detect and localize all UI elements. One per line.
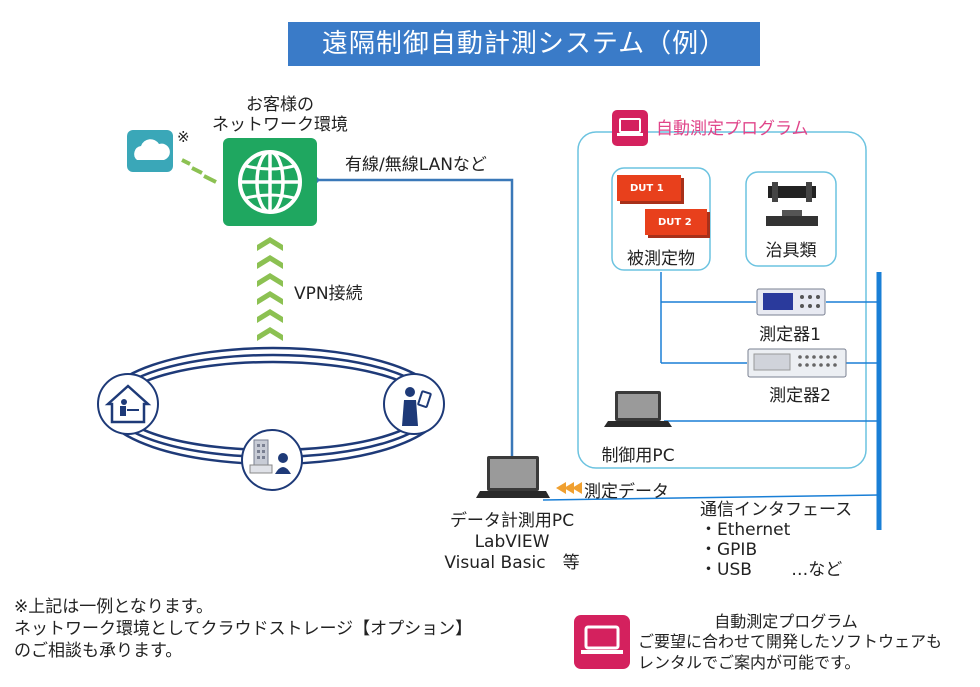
arrow-icon — [556, 482, 582, 494]
instrument-icon — [756, 288, 826, 316]
wireless-signal — [181, 158, 217, 184]
mobile-worker-icon — [383, 373, 445, 435]
laptop-icon — [604, 391, 672, 427]
legend-title: 自動測定プログラム — [714, 612, 858, 631]
legend-line2: レンタルでご案内が可能です。 — [638, 653, 861, 672]
footnote-line1: ※上記は一例となります。 — [14, 597, 214, 617]
legend-description: ご要望に合わせて開発したソフトウェアも レンタルでご案内が可能です。 — [638, 631, 942, 673]
laptop-icon — [476, 456, 550, 498]
program-box-label: 自動測定プログラム — [656, 119, 809, 139]
interface-item: ・Ethernet — [700, 520, 791, 540]
control-pc-label: 制御用PC — [601, 446, 675, 466]
lan-label: 有線/無線LANなど — [345, 155, 487, 175]
footnote-line3: のご相談も承ります。 — [14, 641, 183, 661]
measurement-pc-labels: データ計測用PC LabVIEW Visual Basic 等 — [412, 511, 612, 574]
measurement-pc-line3: Visual Basic 等 — [444, 553, 580, 573]
footnote: ※上記は一例となります。 ネットワーク環境としてクラウドストレージ【オプション】… — [14, 596, 472, 662]
office-building-icon — [241, 429, 303, 491]
interfaces-title: 通信インタフェース — [700, 500, 853, 520]
laptop-icon — [574, 615, 630, 669]
interfaces-block: 通信インタフェース ・Ethernet ・GPIB ・USB …など — [700, 500, 852, 580]
lan-line — [318, 178, 514, 456]
cloud-icon — [127, 130, 173, 172]
vpn-label: VPN接続 — [294, 284, 363, 304]
cloud-note-mark: ※ — [177, 128, 190, 146]
globe-icon — [223, 138, 317, 226]
data-label: 測定データ — [584, 482, 669, 502]
page-title: 遠隔制御自動計測システム（例） — [288, 22, 760, 66]
legend-line1: ご要望に合わせて開発したソフトウェアも — [638, 632, 943, 651]
instrument-1-label: 測定器1 — [759, 325, 821, 345]
vpn-chevrons — [257, 237, 283, 341]
interface-item: ・GPIB — [700, 540, 758, 560]
customer-network-line2: ネットワーク環境 — [212, 115, 348, 135]
instrument-2-label: 測定器2 — [769, 386, 831, 406]
interface-item: ・USB …など — [700, 560, 843, 580]
fixture-label: 治具類 — [765, 241, 817, 261]
dut-chip-2-label: DUT 2 — [658, 217, 692, 228]
footnote-line2: ネットワーク環境としてクラウドストレージ【オプション】 — [14, 619, 473, 639]
laptop-icon — [612, 110, 648, 146]
fixture-icon — [766, 182, 818, 226]
customer-network-line1: お客様の — [246, 95, 314, 115]
program-box-outline — [577, 131, 867, 469]
dut-label: 被測定物 — [627, 249, 695, 269]
instrument-icon — [747, 348, 847, 378]
fixture-box — [745, 171, 837, 267]
connection-lines — [542, 272, 880, 501]
dut-chip-1-label: DUT 1 — [630, 183, 664, 194]
chip-icon — [617, 175, 710, 238]
measurement-pc-line1: データ計測用PC — [449, 511, 575, 531]
measurement-pc-line2: LabVIEW — [474, 532, 550, 552]
home-office-icon — [97, 373, 159, 435]
